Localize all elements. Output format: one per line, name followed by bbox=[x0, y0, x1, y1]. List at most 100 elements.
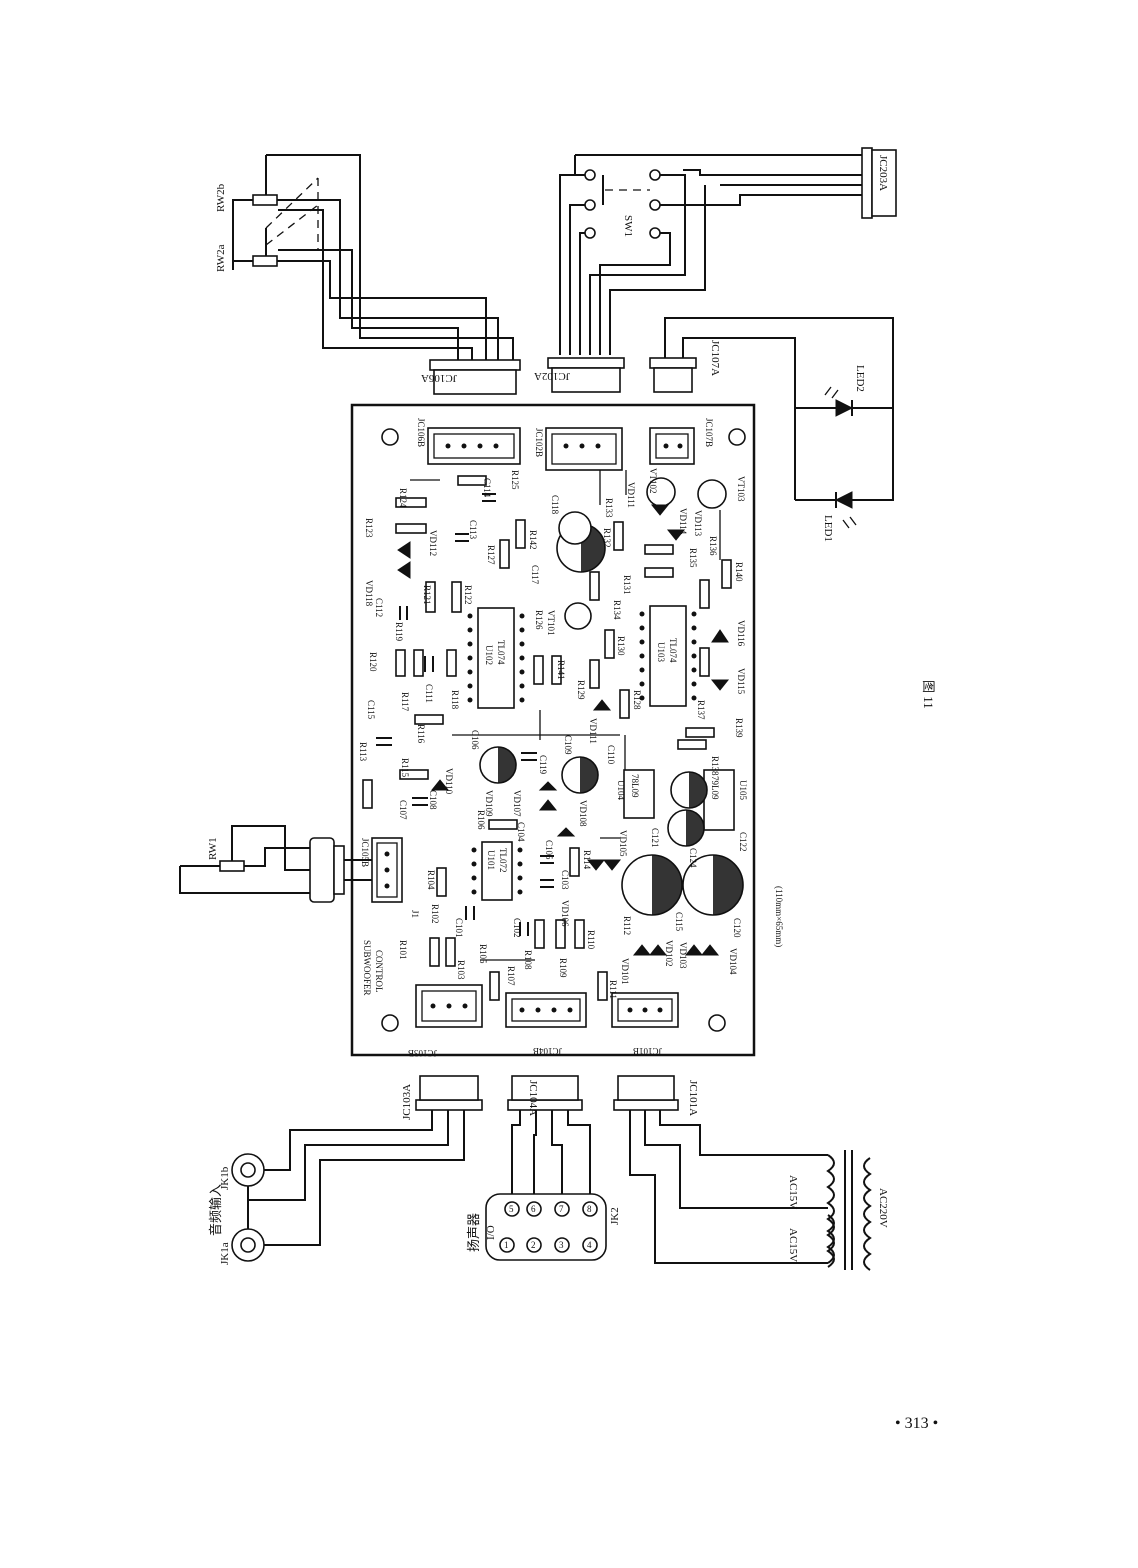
vd115-label: VD115 bbox=[736, 668, 746, 695]
vd103-label: VD103 bbox=[678, 942, 688, 969]
c118-label: C118 bbox=[550, 495, 560, 515]
u104-label: U104 bbox=[616, 780, 626, 800]
jc104b-label: JC104B bbox=[533, 1046, 562, 1056]
j1-label: J1 bbox=[410, 910, 420, 918]
component-labels: R124 R123 C113 VD112 VD118 C112 R121 R12… bbox=[358, 468, 748, 999]
r128-label: R128 bbox=[632, 690, 642, 710]
r124-label: R124 bbox=[398, 488, 408, 508]
figure-caption: 图 11 bbox=[921, 680, 936, 709]
io-label: I/O bbox=[485, 1225, 497, 1240]
ac15v-label-b: AC15V bbox=[787, 1228, 799, 1262]
r122-label: R122 bbox=[463, 585, 473, 605]
r105-label: R105 bbox=[478, 944, 488, 964]
r119-label: R119 bbox=[394, 622, 404, 642]
jk2-connector: 5 6 7 8 1 2 3 4 扬声器 I/O JK2 bbox=[466, 1193, 621, 1261]
ac220v-label: AC220V bbox=[877, 1188, 889, 1228]
r133-label: R133 bbox=[604, 498, 614, 518]
led-pair: LED2 LED1 bbox=[795, 365, 894, 542]
vd104-label: VD104 bbox=[728, 948, 738, 975]
board-size-label: (110mm×65mm) bbox=[774, 886, 784, 947]
r121-label: R121 bbox=[422, 585, 432, 605]
u104-type: 78L09 bbox=[630, 774, 640, 798]
c105-label: C105 bbox=[544, 840, 554, 860]
jk2-pin-1: 1 bbox=[504, 1240, 509, 1250]
jc106b-label: JC106B bbox=[416, 418, 426, 447]
rw1-label: RW1 bbox=[207, 837, 219, 860]
jc203a-connector: JC203A bbox=[861, 147, 897, 219]
r129-label: R129 bbox=[576, 680, 586, 700]
c115-label: C115 bbox=[366, 700, 376, 720]
c121-label: C121 bbox=[650, 828, 660, 848]
jc103a-connector: JC103A bbox=[248, 1075, 483, 1246]
jk2-pin-4: 4 bbox=[587, 1240, 592, 1250]
led2-label: LED2 bbox=[854, 365, 866, 392]
diode-bodies bbox=[397, 504, 730, 956]
jc102b-label: JC102B bbox=[534, 428, 544, 457]
jc101b-label: JC101B bbox=[633, 1046, 662, 1056]
c106-label: C106 bbox=[470, 730, 480, 750]
r108-label: R108 bbox=[523, 950, 533, 970]
c111-label: C111 bbox=[424, 684, 434, 703]
c112-label: C112 bbox=[374, 598, 384, 617]
jk2-pin-8: 8 bbox=[587, 1204, 592, 1214]
r104-label: R104 bbox=[426, 870, 436, 890]
jc101a-label: JC101A bbox=[687, 1080, 699, 1116]
c110-label: C110 bbox=[606, 745, 616, 765]
jc106a-connector: JC106A bbox=[421, 359, 521, 395]
vd105-label: VD105 bbox=[618, 830, 628, 857]
r135-label: R135 bbox=[688, 548, 698, 568]
r134-label: R134 bbox=[612, 600, 622, 620]
u102-label: U102 bbox=[484, 645, 494, 665]
vd112-label: VD112 bbox=[428, 530, 438, 556]
u103-type: TL074 bbox=[668, 638, 678, 663]
r118-label: R118 bbox=[450, 690, 460, 710]
r106-label: R106 bbox=[476, 810, 486, 830]
rw2-pot-assembly: RW2b RW2a bbox=[215, 154, 514, 365]
resistor-bodies bbox=[362, 475, 732, 1001]
c119-label: C119 bbox=[538, 755, 548, 775]
jc101a-connector: JC101A bbox=[613, 1075, 828, 1264]
u105-label: U105 bbox=[738, 780, 748, 800]
r103-label: R103 bbox=[456, 960, 466, 980]
vt101-label: VT101 bbox=[546, 610, 556, 636]
vd118-label: VD118 bbox=[364, 580, 374, 607]
subwoofer-label: SUBWOOFER bbox=[362, 940, 372, 996]
vd108-label: VD108 bbox=[578, 800, 588, 827]
jc103a-label: JC103A bbox=[401, 1084, 413, 1120]
r110-label: R110 bbox=[586, 930, 596, 950]
r132-label: R132 bbox=[602, 528, 612, 548]
jc103b-label: JC103B bbox=[408, 1048, 437, 1058]
c120-label: C120 bbox=[732, 918, 742, 938]
r102-label: R102 bbox=[430, 904, 440, 924]
jk2-pins: 5 6 7 8 1 2 3 4 bbox=[499, 1201, 598, 1253]
small-caps bbox=[376, 493, 554, 936]
r139-label: R139 bbox=[734, 718, 744, 738]
vd114-label: VD114 bbox=[678, 508, 688, 535]
jc102a-connector: JC102A bbox=[534, 357, 625, 393]
vd116-label: VD116 bbox=[736, 620, 746, 647]
vt102-label: VT102 bbox=[648, 468, 658, 494]
c107-label: C107 bbox=[398, 800, 408, 820]
jk2-pin-2: 2 bbox=[531, 1240, 536, 1250]
page-number: • 313 • bbox=[895, 1415, 939, 1432]
u102-type: TL074 bbox=[496, 640, 506, 665]
jc106a-label: JC106A bbox=[421, 372, 457, 384]
transformer: AC15V AC15V AC220V bbox=[787, 1150, 889, 1271]
jk1a-label: JK1a bbox=[219, 1242, 231, 1265]
c108-label: C108 bbox=[428, 790, 438, 810]
r141-label: R141 bbox=[556, 660, 566, 680]
c101-label: C101 bbox=[454, 918, 464, 938]
r101-label: R101 bbox=[398, 940, 408, 960]
c117-label: C117 bbox=[530, 565, 540, 585]
jc105b-label: JC105B bbox=[360, 838, 370, 867]
rw2b-label: RW2b bbox=[215, 183, 227, 212]
audio-input-label: 音频输入 bbox=[208, 1184, 223, 1236]
r116-label: R116 bbox=[416, 724, 426, 744]
rw2a-label: RW2a bbox=[215, 244, 227, 272]
sw1-label: SW1 bbox=[622, 215, 634, 237]
vd113-label: VD113 bbox=[693, 510, 703, 537]
speaker-label: 扬声器 bbox=[466, 1213, 481, 1252]
r109-label: R109 bbox=[558, 958, 568, 978]
r125-label: R125 bbox=[510, 470, 520, 490]
r114-label: R114 bbox=[582, 850, 592, 870]
